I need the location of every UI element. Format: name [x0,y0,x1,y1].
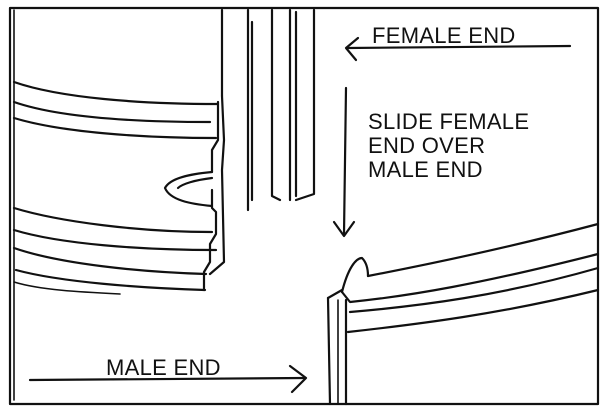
female-end-label: FEMALE END [372,23,516,48]
male-end-arrow [28,364,308,394]
diagram-frame [8,6,600,406]
instruction-line-2: END OVER [368,133,486,158]
female-end-body [12,9,220,401]
instruction-line-1: SLIDE FEMALE [368,109,530,134]
instruction-line-3: MALE END [368,157,483,182]
female-end-wall [208,8,316,276]
male-end-label: MALE END [106,355,221,380]
male-end-body [326,222,600,406]
instruction-label: SLIDE FEMALE END OVER MALE END [368,110,529,182]
slide-direction-arrow [332,86,356,238]
female-end-lip [163,100,220,292]
female-end-arrow [344,36,572,62]
